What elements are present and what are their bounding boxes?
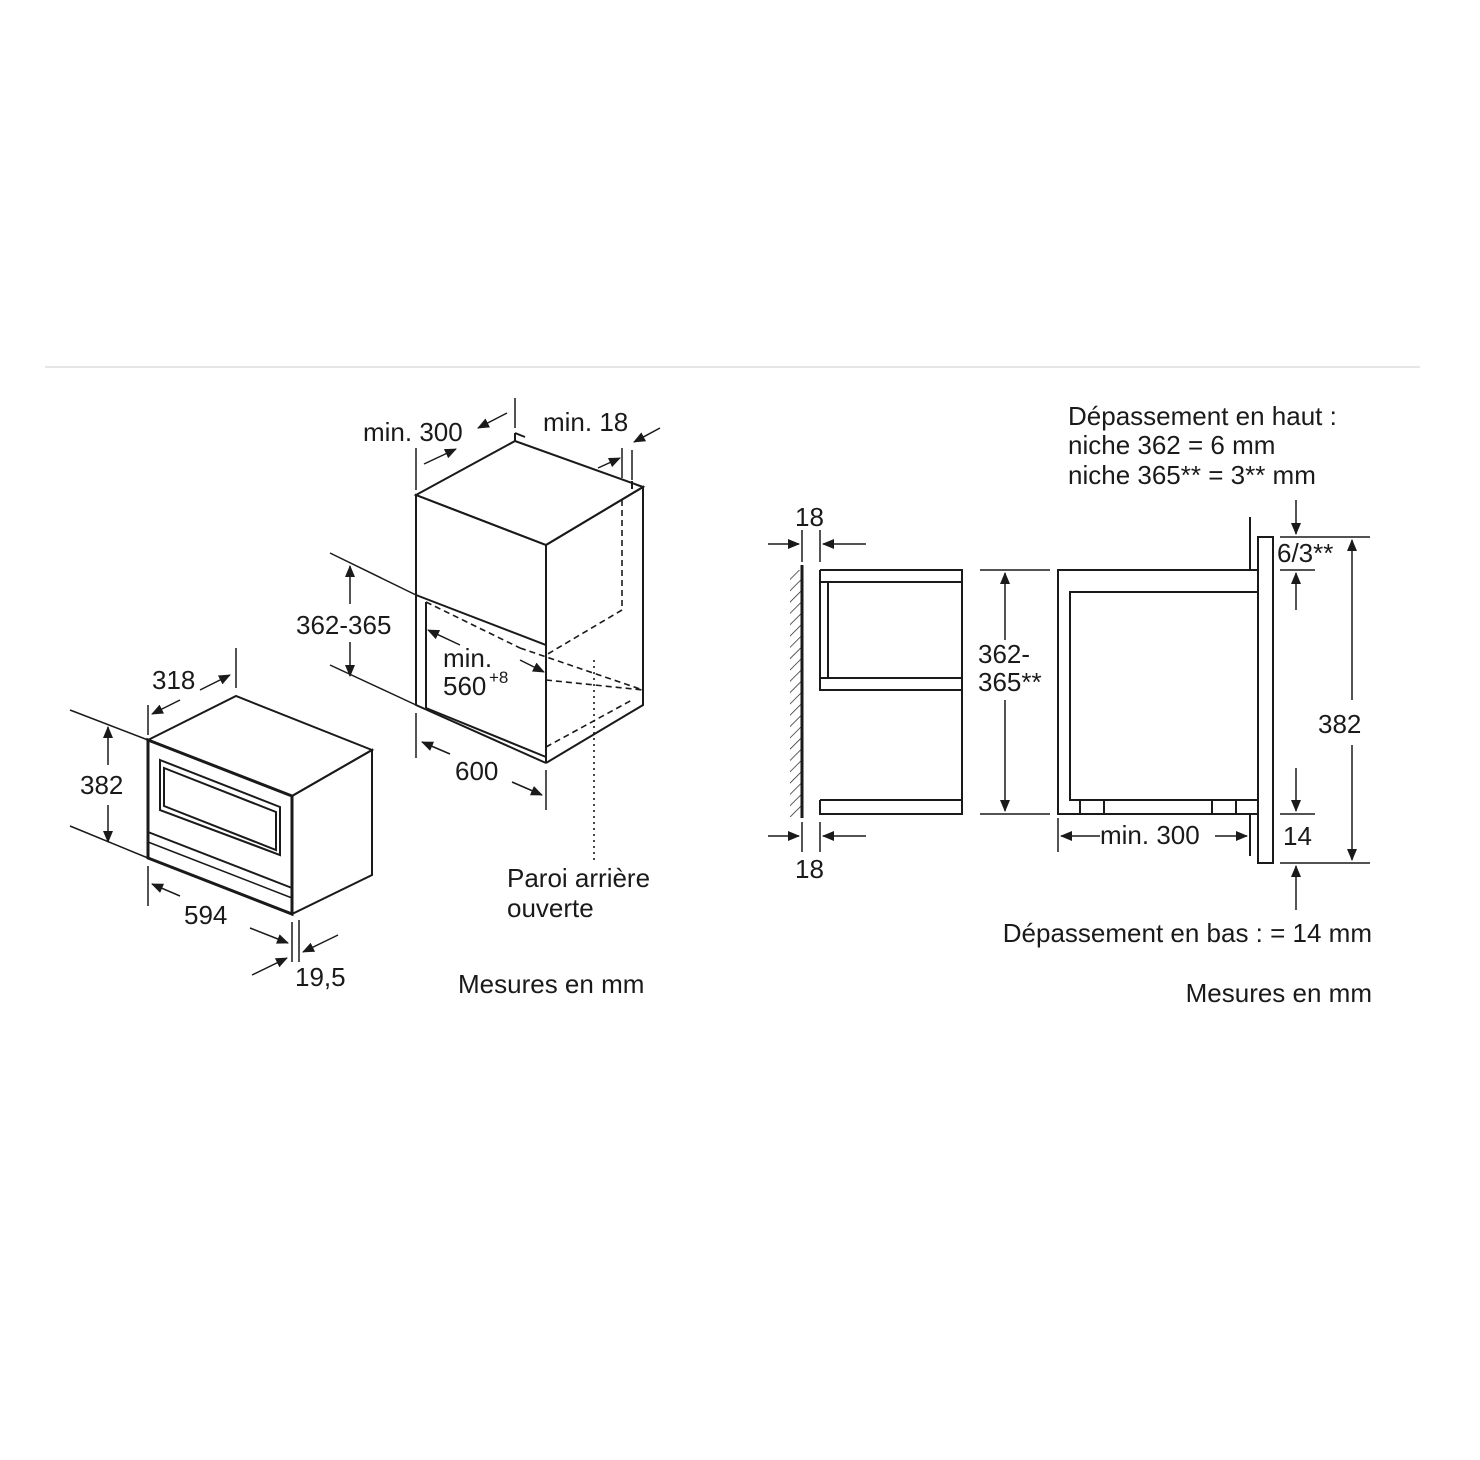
note-rear-wall-line2: ouverte (507, 893, 594, 923)
dim-18-bottom: 18 (795, 854, 824, 884)
niche-cabinet (413, 432, 646, 860)
niche-dimension-lines (329, 398, 661, 810)
dim-18-top: 18 (795, 502, 824, 532)
note-rear-wall-line1: Paroi arrière (507, 863, 650, 893)
dim-382-section: 382 (1318, 709, 1361, 739)
dim-overhang-top: 6/3** (1277, 538, 1333, 568)
note-top-overhang-line2: niche 362 = 6 mm (1068, 430, 1275, 460)
dim-382-oven: 382 (80, 770, 123, 800)
note-top-overhang-line3: niche 365** = 3** mm (1068, 460, 1316, 490)
dim-min-560: 560 (443, 671, 486, 701)
note-units-left: Mesures en mm (458, 969, 644, 999)
dim-min-560-sup: +8 (489, 668, 508, 687)
dim-min-label: min. (443, 643, 492, 673)
oven-dimension-lines (69, 648, 339, 976)
cabinet-section (790, 565, 963, 818)
dim-min-300-section: min. 300 (1100, 820, 1200, 850)
dim-overhang-bottom: 14 (1283, 821, 1312, 851)
oven-section (1057, 517, 1274, 864)
dim-594: 594 (184, 900, 227, 930)
note-top-overhang-line1: Dépassement en haut : (1068, 401, 1337, 431)
note-bottom-overhang: Dépassement en bas : = 14 mm (1003, 918, 1372, 948)
dim-318: 318 (152, 665, 195, 695)
dim-min-18: min. 18 (543, 407, 628, 437)
dim-niche-line2: 365** (978, 667, 1042, 697)
dim-600: 600 (455, 756, 498, 786)
microwave-oven (145, 694, 375, 917)
dim-362-365: 362-365 (296, 610, 391, 640)
dim-niche-line1: 362- (978, 639, 1030, 669)
dim-19-5: 19,5 (295, 962, 346, 992)
note-units-right: Mesures en mm (1186, 978, 1372, 1008)
dim-min-300: min. 300 (363, 417, 463, 447)
section-dimension-lines (768, 500, 1370, 910)
